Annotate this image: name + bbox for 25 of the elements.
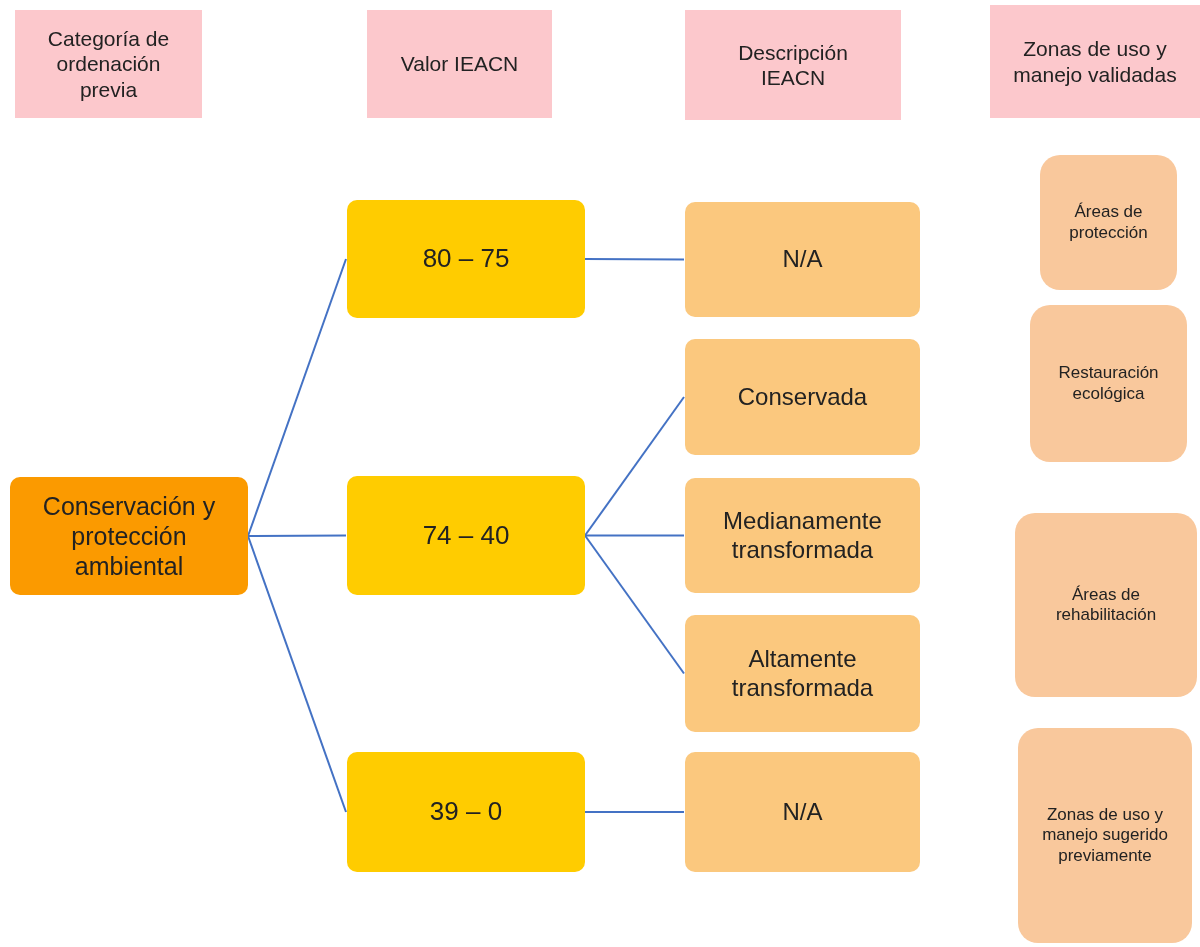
connector-line (584, 396, 685, 537)
zone-box: Áreas de protección (1040, 155, 1177, 290)
description-box: N/A (685, 202, 920, 317)
category-box: Conservación y protección ambiental (10, 477, 248, 595)
connector-line (584, 534, 685, 537)
description-box: Conservada (685, 339, 920, 455)
connector-line (584, 534, 685, 675)
connector-line (584, 258, 685, 261)
value-box: 80 – 75 (347, 200, 585, 318)
zone-box: Zonas de uso y manejo sugerido previamente (1018, 728, 1192, 943)
value-box: 39 – 0 (347, 752, 585, 872)
description-box: Altamente transformada (685, 615, 920, 732)
description-box: N/A (685, 752, 920, 872)
description-box: Medianamente transformada (685, 478, 920, 593)
value-box: 74 – 40 (347, 476, 585, 595)
connector-line (247, 535, 347, 813)
column-header: Zonas de uso y manejo validadas (990, 5, 1200, 118)
connector-line (247, 534, 347, 537)
zone-box: Restauración ecológica (1030, 305, 1187, 462)
connector-line (584, 811, 685, 813)
column-header: Categoría de ordenación previa (15, 10, 202, 118)
zone-box: Áreas de rehabilitación (1015, 513, 1197, 697)
column-header: Valor IEACN (367, 10, 552, 118)
connector-line (247, 258, 347, 537)
column-header: Descripción IEACN (685, 10, 901, 120)
